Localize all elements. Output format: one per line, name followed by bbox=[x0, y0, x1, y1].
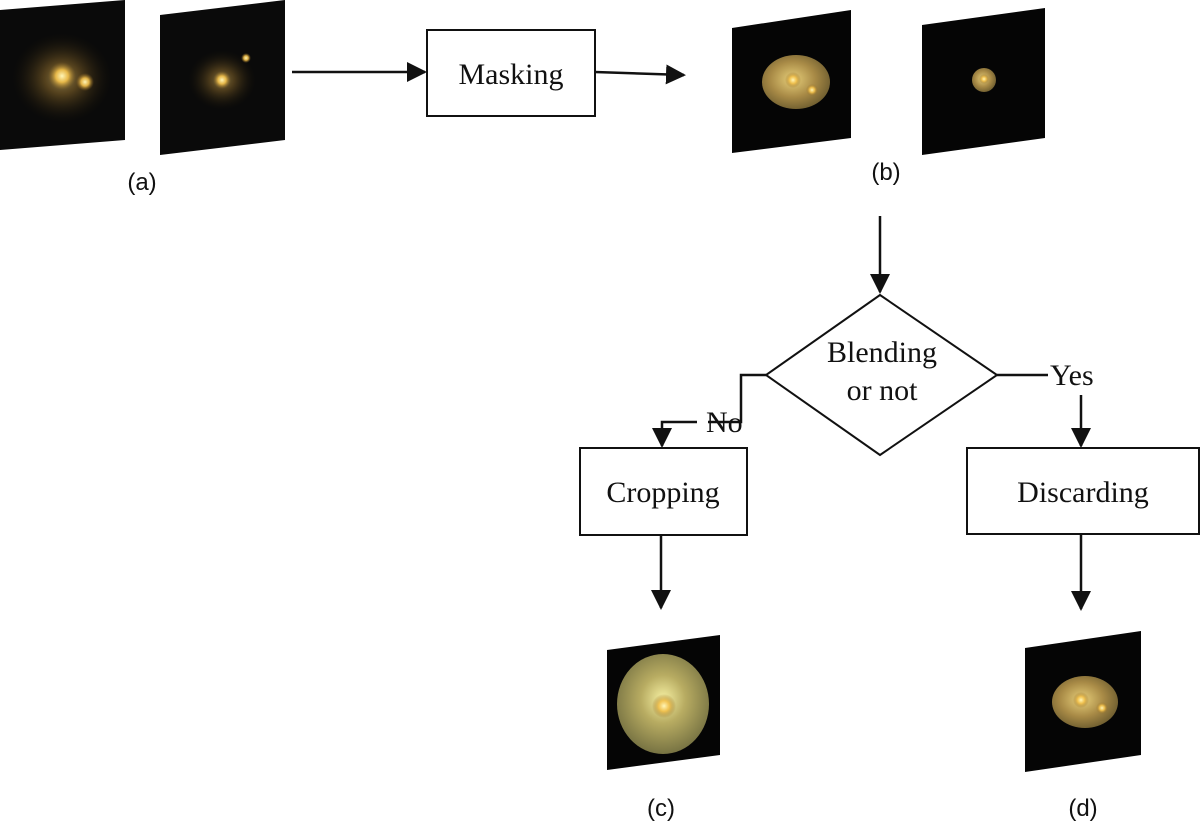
caption-c: (c) bbox=[647, 795, 675, 822]
discarding-label: Discarding bbox=[1017, 476, 1149, 509]
caption-b: (b) bbox=[871, 159, 900, 186]
cropped-output-image bbox=[607, 635, 720, 770]
caption-a: (a) bbox=[127, 169, 156, 196]
decision-label-line2: or not bbox=[847, 374, 918, 407]
masked-image-2 bbox=[922, 8, 1045, 155]
arrow-from-masking bbox=[594, 64, 686, 85]
no-label: No bbox=[706, 406, 743, 439]
no-branch-line bbox=[708, 373, 766, 424]
caption-d: (d) bbox=[1068, 795, 1097, 822]
blending-decision: Blending or not bbox=[764, 293, 999, 457]
masking-node: Masking bbox=[426, 29, 596, 117]
masked-image-1 bbox=[732, 10, 851, 153]
decision-label-line1: Blending bbox=[827, 336, 937, 369]
arrow-to-cropping bbox=[652, 420, 697, 448]
masking-label: Masking bbox=[459, 58, 564, 91]
discarding-node: Discarding bbox=[966, 447, 1200, 535]
cropping-label: Cropping bbox=[606, 476, 719, 509]
input-image-2 bbox=[160, 0, 285, 155]
input-image-1 bbox=[0, 0, 125, 150]
discarded-output-image bbox=[1025, 631, 1141, 772]
yes-label: Yes bbox=[1050, 359, 1094, 392]
cropping-node: Cropping bbox=[579, 447, 748, 536]
